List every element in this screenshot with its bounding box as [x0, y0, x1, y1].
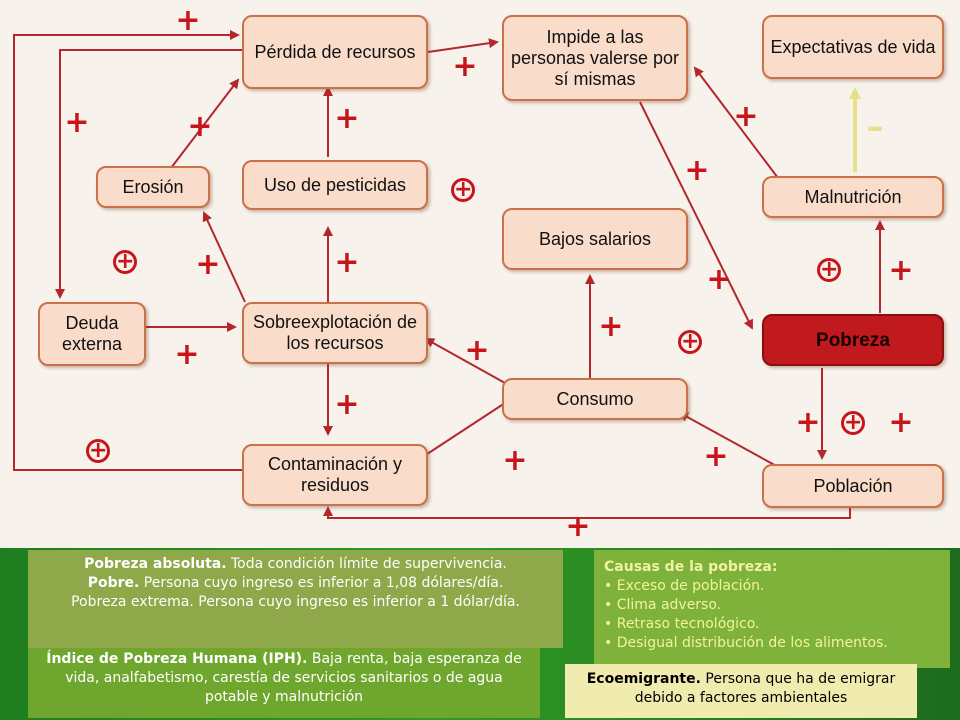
definition-text: Persona cuyo ingreso es inferior a 1,08 … — [139, 575, 504, 591]
circled-plus-icon: + — [678, 330, 702, 354]
iph-term: Índice de Pobreza Humana (IPH). — [46, 651, 308, 667]
plus-sign: + — [795, 405, 821, 440]
definition-absoluta: Pobreza absoluta. Toda condición límite … — [38, 555, 553, 574]
node-perdida-de-recursos: Pérdida de recursos — [242, 15, 428, 89]
causes-title: Causas de la pobreza: — [604, 559, 778, 575]
node-impide-valerse: Impide a las personas valerse por sí mis… — [502, 15, 688, 101]
plus-sign: + — [195, 247, 221, 282]
arrow-consumo-sobre — [424, 338, 506, 384]
node-consumo: Consumo — [502, 378, 688, 420]
arrow-impide-pobreza — [639, 101, 753, 330]
node-contaminacion-y-residuos: Contaminación y residuos — [242, 444, 428, 506]
definition-term: Pobreza absoluta. — [84, 556, 227, 572]
arrow-erosion-perdida — [167, 78, 240, 173]
plus-sign: + — [187, 109, 213, 144]
plus-sign: + — [733, 99, 759, 134]
causes-list: • Exceso de población. • Clima adverso. … — [604, 577, 940, 653]
causes-item: • Exceso de población. — [604, 578, 765, 594]
arrow-poblacion-consumo — [678, 412, 781, 469]
causes-box: Causas de la pobreza: • Exceso de poblac… — [594, 550, 950, 668]
definition-term: Pobre. — [87, 575, 140, 591]
node-erosion: Erosión — [96, 166, 210, 208]
circled-plus-icon: + — [451, 178, 475, 202]
plus-sign: + — [334, 245, 360, 280]
ecoemigrante-box: Ecoemigrante. Persona que ha de emigrar … — [565, 664, 917, 718]
node-uso-de-pesticidas: Uso de pesticidas — [242, 160, 428, 210]
plus-sign: + — [334, 387, 360, 422]
arrow-perdida-deuda — [55, 49, 242, 299]
arrow-consumo-contaminacion — [416, 402, 506, 462]
diagram-background — [0, 0, 960, 548]
causes-item: • Desigual distribución de los alimentos… — [604, 635, 888, 651]
plus-sign: + — [464, 333, 490, 368]
node-deuda-externa: Deuda externa — [38, 302, 146, 366]
plus-sign: + — [684, 153, 710, 188]
plus-sign: + — [565, 509, 591, 544]
plus-sign: + — [706, 262, 732, 297]
plus-sign: + — [502, 443, 528, 478]
circled-plus-icon: + — [86, 439, 110, 463]
node-pobreza: Pobreza — [762, 314, 944, 366]
plus-sign: + — [888, 405, 914, 440]
circled-plus-icon: + — [113, 250, 137, 274]
iph-box: Índice de Pobreza Humana (IPH). Baja ren… — [28, 648, 540, 718]
circled-plus-icon: + — [841, 411, 865, 435]
arrow-perdida-impide — [427, 38, 499, 53]
circled-plus-icon: + — [817, 258, 841, 282]
plus-sign: + — [334, 101, 360, 136]
arrow-malnutricion-impide — [693, 66, 779, 179]
node-malnutricion: Malnutrición — [762, 176, 944, 218]
plus-sign: + — [64, 105, 90, 140]
node-bajos-salarios: Bajos salarios — [502, 208, 688, 270]
plus-sign: + — [598, 309, 624, 344]
plus-sign: + — [888, 253, 914, 288]
minus-sign: – — [866, 107, 884, 147]
node-poblacion: Población — [762, 464, 944, 508]
plus-sign: + — [703, 439, 729, 474]
plus-sign: + — [452, 49, 478, 84]
ecoemigrante-term: Ecoemigrante. — [586, 671, 701, 687]
causes-item: • Clima adverso. — [604, 597, 722, 613]
node-sobreexplotacion: Sobreexplotación de los recursos — [242, 302, 428, 364]
diagram-arrows — [13, 30, 885, 519]
arrow-loop-contaminacion-perdida — [13, 30, 242, 471]
plus-sign: + — [175, 3, 201, 38]
definitions-box: Pobreza absoluta. Toda condición límite … — [28, 550, 563, 648]
arrow-sobre-erosion — [202, 211, 246, 303]
arrow-poblacion-contaminacion — [323, 506, 851, 519]
definition-extrema: Pobreza extrema. Persona cuyo ingreso es… — [71, 594, 520, 610]
definition-pobre: Pobre. Persona cuyo ingreso es inferior … — [38, 574, 553, 593]
node-expectativas-de-vida: Expectativas de vida — [762, 15, 944, 79]
plus-sign: + — [174, 337, 200, 372]
iph-text: Baja renta, baja esperanza de vida, anal… — [65, 651, 522, 705]
causes-item: • Retraso tecnológico. — [604, 616, 760, 632]
definition-text: Toda condición límite de supervivencia. — [226, 556, 507, 572]
ecoemigrante-text: Persona que ha de emigrar debido a facto… — [634, 671, 896, 706]
